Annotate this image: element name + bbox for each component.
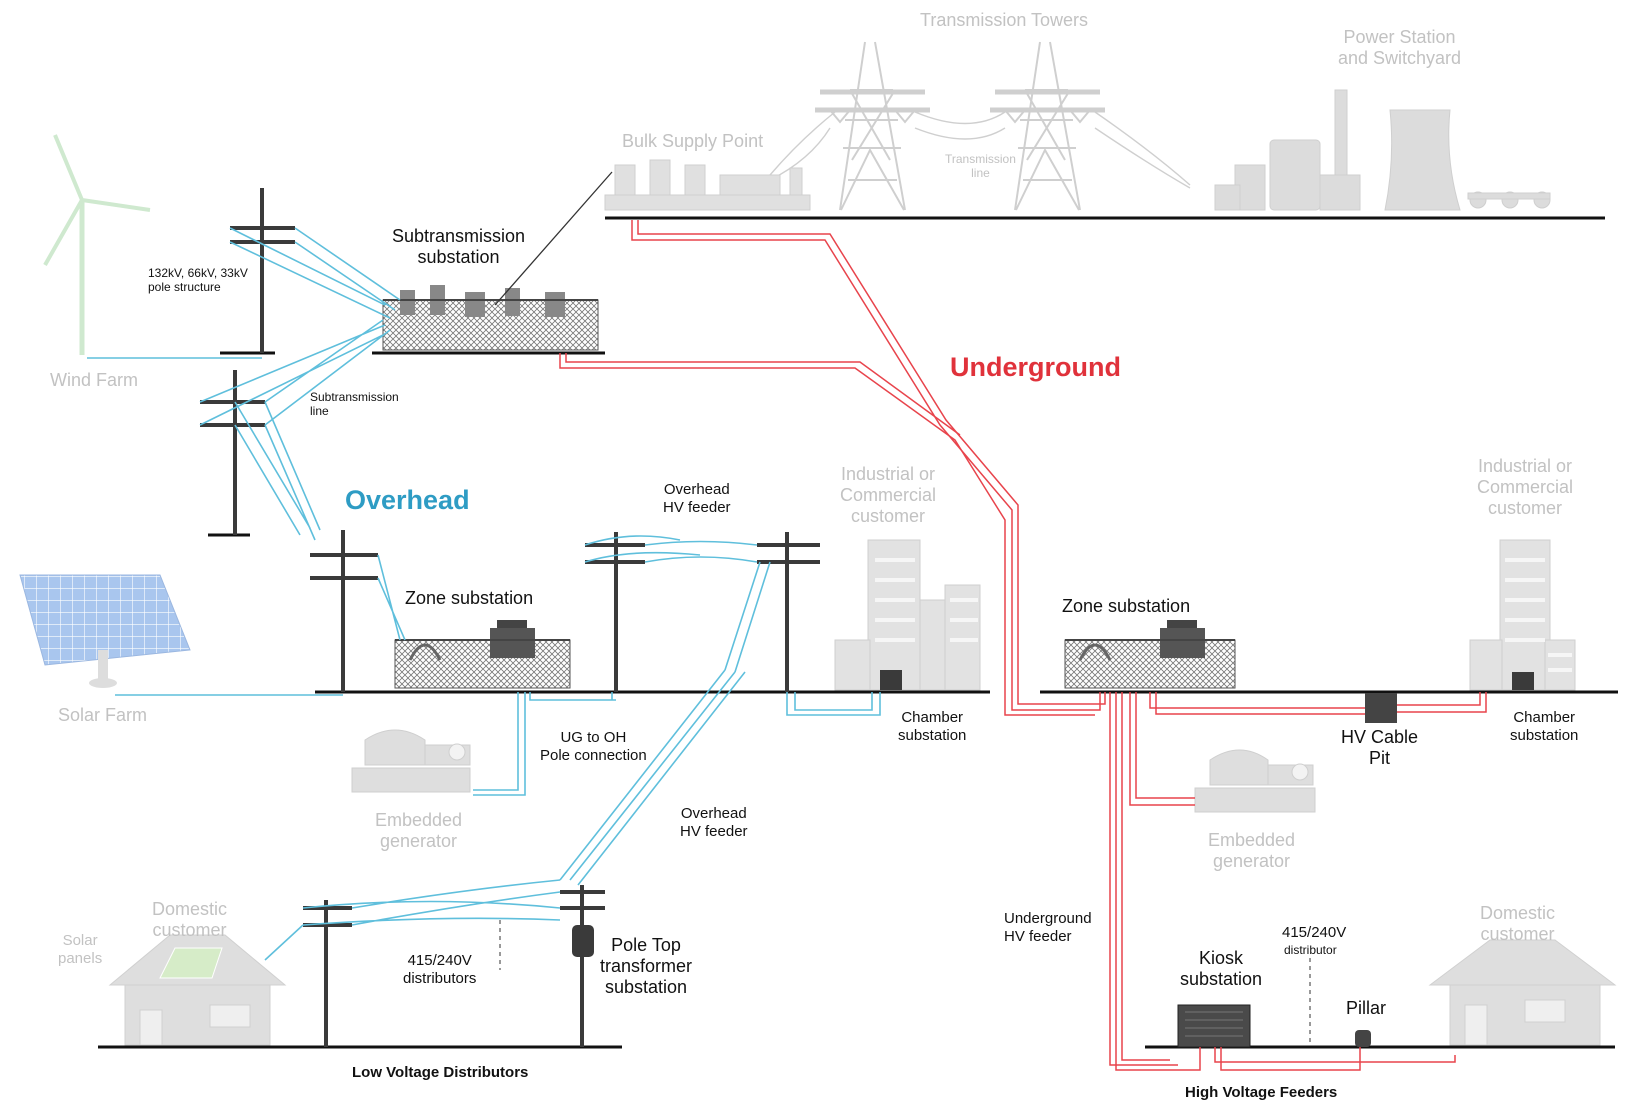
overhead-lines <box>87 227 881 961</box>
power-station-label: Power Station and Switchyard <box>1338 27 1462 69</box>
pillar-label: Pillar <box>1346 998 1387 1018</box>
transmission-towers <box>769 41 1191 211</box>
bulk-supply-point-label: Bulk Supply Point <box>622 131 764 151</box>
hv-cable-pit-label: HV Cable Pit <box>1341 727 1419 769</box>
domestic-left-label: Domestic customer <box>152 899 228 941</box>
low-voltage-distributors-label: Low Voltage Distributors <box>352 1064 529 1081</box>
power-station-switchyard <box>1214 89 1551 211</box>
industrial-right-label: Industrial or Commercial customer <box>1477 456 1574 519</box>
high-voltage-feeders-label: High Voltage Feeders <box>1185 1084 1338 1101</box>
pole-structure-label: 132kV, 66kV, 33kV pole structure <box>148 266 248 295</box>
transmission-towers-label: Transmission Towers <box>920 10 1089 30</box>
zone-substation-left-label: Zone substation <box>405 588 534 608</box>
pole-top-label: Pole Top transformer substation <box>600 935 693 998</box>
kiosk-substation-asset <box>1177 1004 1251 1048</box>
industrial-left-label: Industrial or Commercial customer <box>840 464 937 527</box>
poles <box>200 188 820 1047</box>
underground-heading: Underground <box>950 352 1121 382</box>
hv-cable-pit-asset <box>1365 693 1397 723</box>
zone-substation-right-asset <box>1064 620 1236 689</box>
underground-lines <box>559 220 1487 1071</box>
domestic-house-left <box>108 934 287 1046</box>
chamber-substation-left-label: Chamber substation <box>898 709 967 744</box>
distributor-right-sub-label: distributor <box>1284 943 1337 957</box>
subtransmission-substation-label: Subtransmission substation <box>392 226 526 268</box>
subtransmission-substation-asset <box>382 285 599 351</box>
pillar-asset <box>1355 1030 1371 1047</box>
overhead-hv-feeder-top-label: Overhead HV feeder <box>663 481 731 516</box>
industrial-building-left <box>834 539 981 691</box>
industrial-building-right <box>1469 539 1576 691</box>
embedded-generator-right <box>1194 749 1316 813</box>
embedded-generator-right-label: Embedded generator <box>1208 830 1296 872</box>
solar-panels-label: Solar panels <box>58 932 103 967</box>
overhead-heading: Overhead <box>345 485 470 515</box>
zone-substation-right-label: Zone substation <box>1062 596 1191 616</box>
embedded-generator-left <box>351 729 471 793</box>
domestic-house-right <box>1428 939 1617 1046</box>
bulk-supply-point-asset <box>604 159 811 211</box>
zone-substation-left-asset <box>394 620 571 689</box>
transmission-line-label: Transmission line <box>945 152 1016 181</box>
overhead-hv-feeder-mid-label: Overhead HV feeder <box>680 805 748 840</box>
underground-hv-feeder-label: Underground HV feeder <box>1004 910 1092 945</box>
kiosk-substation-label: Kiosk substation <box>1180 948 1263 990</box>
solar-farm-asset <box>19 574 191 688</box>
domestic-right-label: Domestic customer <box>1480 903 1556 945</box>
distributor-right-label: 415/240V <box>1282 924 1347 941</box>
distributors-left-label: 415/240V distributors <box>403 952 477 987</box>
ug-to-oh-label: UG to OH Pole connection <box>540 729 647 764</box>
chamber-substation-right-label: Chamber substation <box>1510 709 1579 744</box>
solar-farm-label: Solar Farm <box>58 705 148 725</box>
bulk-supply-leader <box>494 171 613 306</box>
embedded-generator-left-label: Embedded generator <box>375 810 463 852</box>
wind-farm-asset <box>43 134 151 355</box>
subtransmission-line-label: Subtransmission line <box>310 390 399 419</box>
wind-farm-label: Wind Farm <box>50 370 139 390</box>
